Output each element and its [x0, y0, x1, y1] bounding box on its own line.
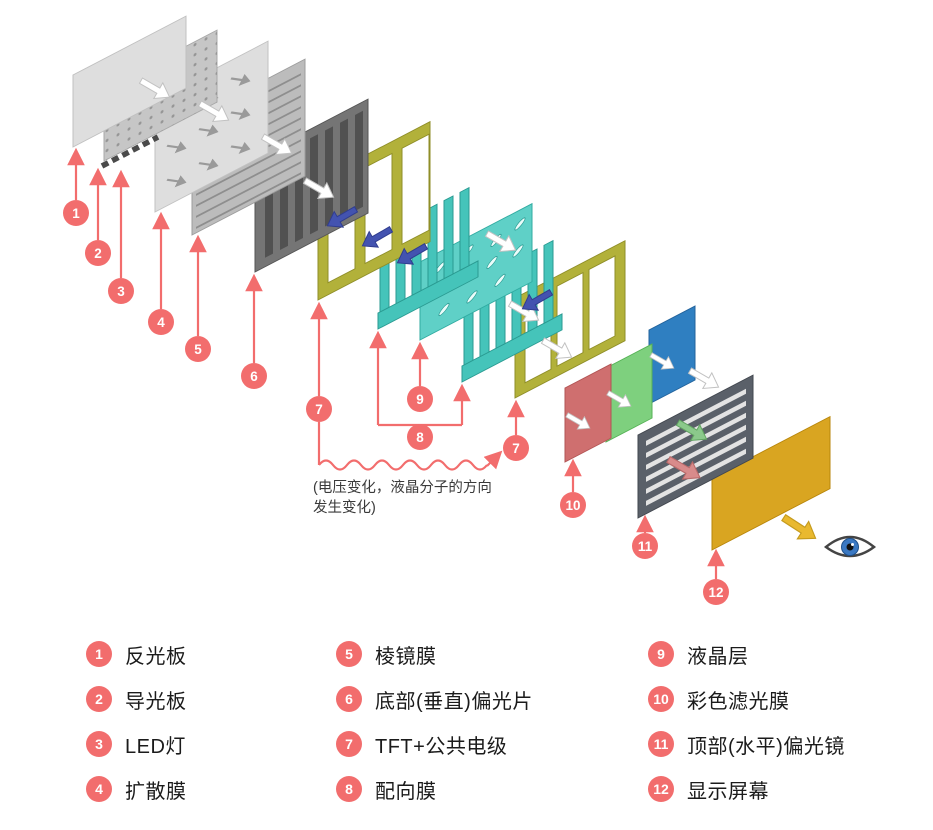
svg-text:4: 4	[157, 315, 165, 330]
eye-icon	[823, 535, 877, 558]
lcd-exploded-diagram: 1 2 3 4 5 6 7 8 9 7 10 11 12 (电压变化，液晶分子的…	[63, 15, 877, 605]
svg-text:7: 7	[315, 402, 323, 417]
svg-text:9: 9	[416, 392, 424, 407]
legend-item: 12 显示屏幕	[648, 775, 845, 803]
legend-item-number-badge: 12	[648, 776, 674, 802]
legend-item: 9 液晶层	[648, 640, 845, 668]
legend-item: 8 配向膜	[336, 775, 648, 803]
layer-reflector	[72, 15, 187, 148]
legend-item: 4 扩散膜	[86, 775, 336, 803]
svg-text:7: 7	[512, 441, 520, 456]
legend-item: 3 LED灯	[86, 730, 336, 758]
legend-item: 2 导光板	[86, 685, 336, 713]
diagram-badge: 2	[85, 240, 111, 266]
diagram-badge: 11	[632, 533, 658, 559]
lcd-diagram-svg: 1 2 3 4 5 6 7 8 9 7 10 11 12 (电压变化，液晶分子的…	[63, 15, 877, 605]
legend-item-number-badge: 2	[86, 686, 112, 712]
diagram-badge: 8	[407, 424, 433, 450]
legend: 1 反光板 2 导光板 3 LED灯 4 扩散膜 5 棱镜膜 6 底部(垂直)偏…	[86, 640, 845, 803]
legend-item-label: 棱镜膜	[375, 645, 437, 668]
legend-item-label: 顶部(水平)偏光镜	[687, 735, 845, 758]
layer-color-filter-red	[564, 363, 612, 463]
svg-text:10: 10	[565, 498, 580, 513]
legend-item-label: 导光板	[125, 690, 187, 713]
legend-item: 11 顶部(水平)偏光镜	[648, 730, 845, 758]
legend-item-label: 配向膜	[375, 780, 437, 803]
legend-item-label: 反光板	[125, 645, 187, 668]
svg-text:2: 2	[94, 246, 102, 261]
legend-item: 6 底部(垂直)偏光片	[336, 685, 648, 713]
diagram-badge: 4	[148, 309, 174, 335]
legend-item: 7 TFT+公共电级	[336, 730, 648, 758]
svg-text:11: 11	[638, 539, 653, 554]
legend-item: 10 彩色滤光膜	[648, 685, 845, 713]
svg-text:(电压变化，液晶分子的方向: (电压变化，液晶分子的方向	[313, 479, 492, 496]
led-strip	[100, 134, 160, 169]
legend-item: 1 反光板	[86, 640, 336, 668]
legend-item-number-badge: 10	[648, 686, 674, 712]
diagram-badge: 7	[503, 435, 529, 461]
voltage-annotation: (电压变化，液晶分子的方向 发生变化)	[313, 479, 492, 516]
legend-item: 5 棱镜膜	[336, 640, 648, 668]
legend-item-label: 显示屏幕	[687, 780, 769, 803]
svg-text:6: 6	[250, 369, 258, 384]
legend-item-number-badge: 4	[86, 776, 112, 802]
legend-item-number-badge: 11	[648, 731, 674, 757]
legend-item-label: 扩散膜	[125, 780, 187, 803]
legend-item-number-badge: 5	[336, 641, 362, 667]
diagram-badge: 9	[407, 386, 433, 412]
legend-item-number-badge: 6	[336, 686, 362, 712]
diagram-badge: 7	[306, 396, 332, 422]
legend-item-label: TFT+公共电级	[375, 735, 508, 758]
layer-display-screen	[711, 415, 831, 551]
legend-item-label: LED灯	[125, 735, 186, 758]
diagram-badge: 5	[185, 336, 211, 362]
diagram-badge: 6	[241, 363, 267, 389]
legend-item-number-badge: 8	[336, 776, 362, 802]
legend-item-label: 彩色滤光膜	[687, 690, 790, 713]
voltage-wave-line	[318, 459, 488, 471]
legend-item-number-badge: 7	[336, 731, 362, 757]
legend-item-number-badge: 3	[86, 731, 112, 757]
svg-text:发生变化): 发生变化)	[313, 499, 376, 516]
svg-text:12: 12	[708, 585, 723, 600]
legend-item-number-badge: 9	[648, 641, 674, 667]
svg-text:1: 1	[72, 206, 80, 221]
svg-text:5: 5	[194, 342, 202, 357]
svg-text:8: 8	[416, 430, 424, 445]
diagram-badge: 1	[63, 200, 89, 226]
legend-item-label: 底部(垂直)偏光片	[375, 690, 533, 713]
diagram-badge: 12	[703, 579, 729, 605]
legend-item-label: 液晶层	[687, 645, 749, 668]
diagram-badge: 3	[108, 278, 134, 304]
svg-text:3: 3	[117, 284, 125, 299]
layer-tft-frame-back	[514, 239, 626, 399]
legend-item-number-badge: 1	[86, 641, 112, 667]
diagram-badge: 10	[560, 492, 586, 518]
diagram-badges: 1 2 3 4 5 6 7 8 9 7 10 11 12	[63, 200, 729, 605]
